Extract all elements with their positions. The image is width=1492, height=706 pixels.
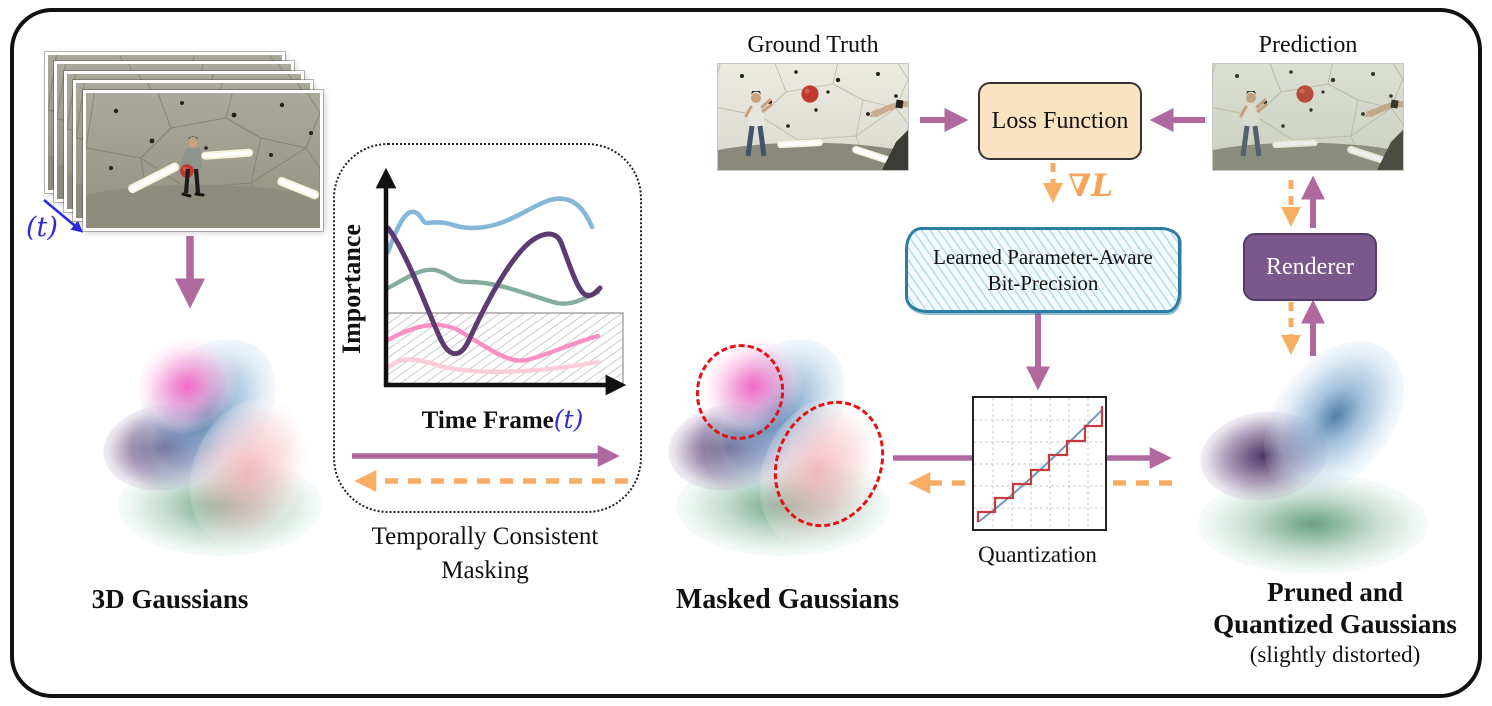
masked-region-hatch [385, 312, 624, 386]
ground-truth-image [718, 64, 908, 170]
prediction-image [1213, 64, 1403, 170]
temporal-masking-module [333, 143, 642, 513]
bit-precision-line2: Bit-Precision [987, 271, 1099, 295]
ground-truth-label: Ground Truth [747, 32, 879, 58]
loss-function-box: Loss Function [978, 82, 1142, 160]
identity-line [977, 409, 1103, 523]
masking-caption: Temporally Consistent Masking [350, 520, 620, 588]
gradient-label: ∇L [1068, 168, 1114, 204]
pruned-label-line1: Pruned and [1267, 577, 1403, 607]
figure-border [10, 8, 1482, 698]
loss-function-label: Loss Function [991, 107, 1129, 134]
renderer-box: Renderer [1243, 233, 1377, 301]
prediction-label: Prediction [1258, 32, 1358, 58]
curve-teal [385, 267, 601, 306]
3d-gaussians-label: 3D Gaussians [91, 584, 249, 614]
video-frame-front [83, 90, 323, 231]
importance-chart [375, 167, 627, 396]
renderer-label: Renderer [1266, 253, 1354, 280]
pruned-gaussians-label: Pruned and Quantized Gaussians (slightly… [1180, 576, 1490, 668]
masking-caption-line1: Temporally Consistent [371, 523, 599, 550]
curve-blue [385, 196, 595, 255]
masked-gaussians-label: Masked Gaussians [675, 584, 900, 615]
pruned-label-line3: (slightly distorted) [1249, 641, 1421, 667]
bit-precision-line1: Learned Parameter-Aware [933, 244, 1153, 269]
masking-caption-line2: Masking [441, 556, 529, 584]
time-variable-label: (t) [26, 212, 58, 243]
curve-pale-pink [385, 357, 601, 374]
bit-precision-box: Learned Parameter-Aware Bit-Precision [905, 227, 1181, 313]
time-axis-label: Time Frame(t) [395, 405, 610, 435]
quantization-label: Quantization [978, 542, 1097, 567]
time-axis-text: Time Frame [421, 407, 554, 434]
time-axis-var: (t) [553, 405, 584, 434]
curve-purple [385, 225, 603, 357]
pruned-label-line2: Quantized Gaussians [1213, 609, 1457, 640]
curve-pink [385, 322, 601, 363]
quantization-plot [972, 396, 1107, 531]
staircase-line [976, 406, 1104, 522]
